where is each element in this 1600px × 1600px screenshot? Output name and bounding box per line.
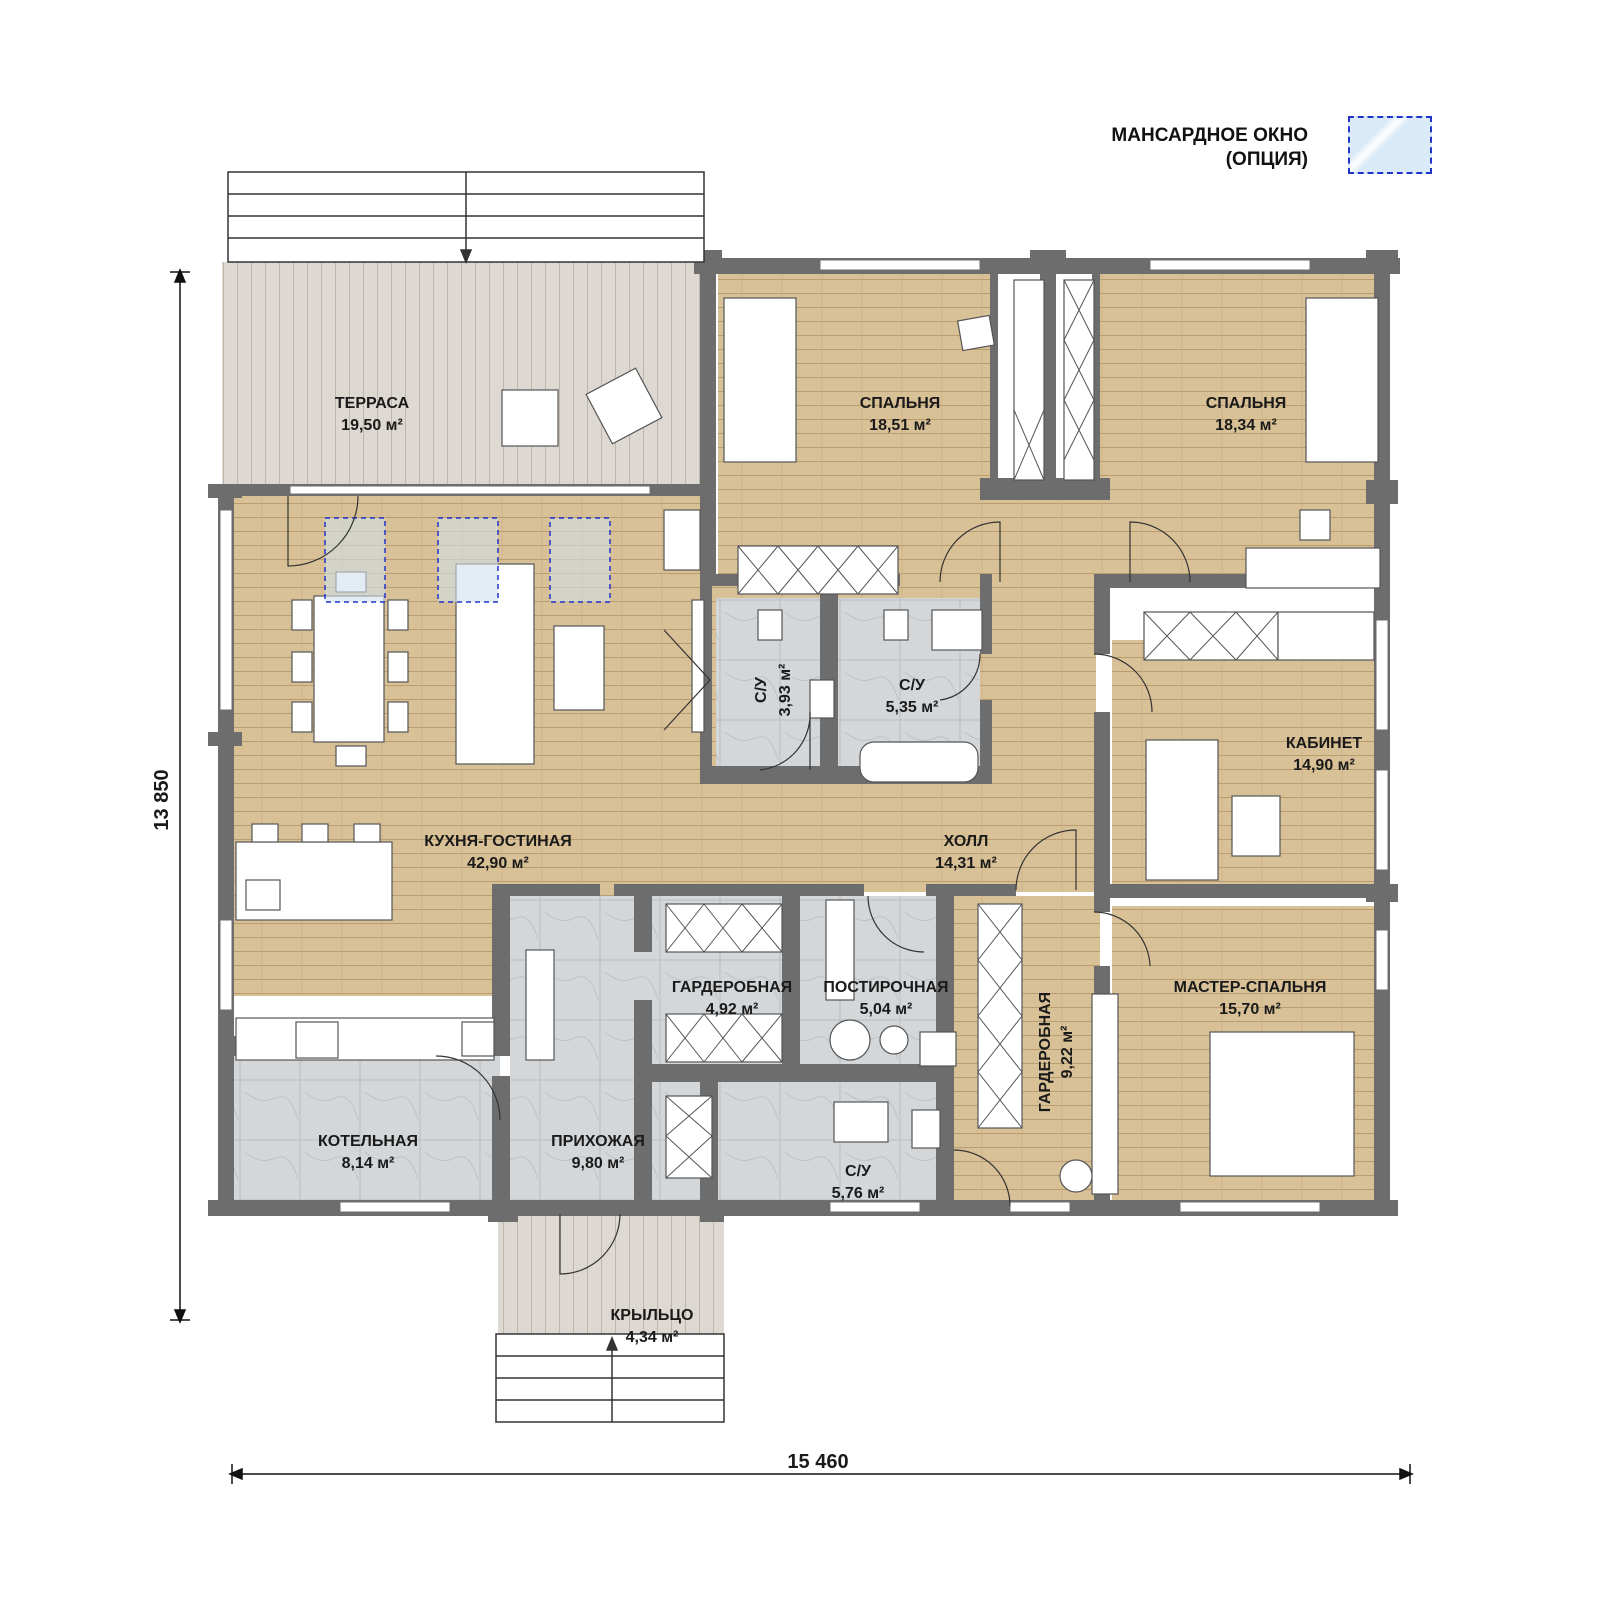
room-area-bathroom-1: 3,93 м² <box>777 664 794 717</box>
room-area-wardrobe-2: 9,22 м² <box>1059 1026 1076 1079</box>
room-area-bathroom-2: 5,35 м² <box>886 699 939 716</box>
room-name-porch: КРЫЛЬЦО <box>611 1307 694 1324</box>
room-area-office: 14,90 м² <box>1293 757 1355 774</box>
dimension-lines <box>170 268 1414 1484</box>
room-name-wardrobe-2: ГАРДЕРОБНАЯ <box>1037 992 1054 1112</box>
room-labels: ТЕРРАСА 19,50 м² СПАЛЬНЯ 18,51 м² СПАЛЬН… <box>318 395 1362 1346</box>
room-area-entry: 9,80 м² <box>572 1155 625 1172</box>
width-dimension-label: 15 460 <box>787 1451 848 1473</box>
room-name-kitchen-living: КУХНЯ-ГОСТИНАЯ <box>424 833 572 850</box>
legend-line-2: (ОПЦИЯ) <box>1225 149 1308 170</box>
room-name-bathroom-1: С/У <box>753 676 770 703</box>
door-swings <box>287 495 1191 1275</box>
terrace-stairs <box>227 171 705 264</box>
room-name-office: КАБИНЕТ <box>1286 735 1363 752</box>
room-area-wardrobe-1: 4,92 м² <box>706 1001 759 1018</box>
windows <box>219 259 1389 1213</box>
room-name-laundry: ПОСТИРОЧНАЯ <box>823 979 948 996</box>
room-name-master-bedroom: МАСТЕР-СПАЛЬНЯ <box>1174 979 1327 996</box>
legend-line-1: МАНСАРДНОЕ ОКНО <box>1111 125 1308 146</box>
furniture <box>235 279 1381 1195</box>
skylight-legend-swatch <box>1348 116 1432 174</box>
room-area-bedroom-1: 18,51 м² <box>869 417 931 434</box>
room-name-bathroom-2: С/У <box>899 677 926 694</box>
room-name-terrace: ТЕРРАСА <box>335 395 410 412</box>
room-name-bedroom-1: СПАЛЬНЯ <box>860 395 941 412</box>
porch-stairs <box>495 1333 725 1423</box>
room-name-wardrobe-1: ГАРДЕРОБНАЯ <box>672 979 792 996</box>
room-area-boiler: 8,14 м² <box>342 1155 395 1172</box>
closet-hatching <box>665 279 1279 1179</box>
room-name-entry: ПРИХОЖАЯ <box>551 1133 645 1150</box>
room-area-master-bedroom: 15,70 м² <box>1219 1001 1281 1018</box>
room-area-bathroom-3: 5,76 м² <box>832 1185 885 1202</box>
room-name-bedroom-2: СПАЛЬНЯ <box>1206 395 1287 412</box>
room-area-laundry: 5,04 м² <box>860 1001 913 1018</box>
skylights <box>324 517 611 603</box>
room-name-hall: ХОЛЛ <box>944 833 989 850</box>
room-area-hall: 14,31 м² <box>935 855 997 872</box>
height-dimension-label: 13 850 <box>151 769 173 830</box>
room-area-porch: 4,34 м² <box>626 1329 679 1346</box>
room-name-bathroom-3: С/У <box>845 1163 872 1180</box>
room-name-boiler: КОТЕЛЬНАЯ <box>318 1133 418 1150</box>
room-area-kitchen-living: 42,90 м² <box>467 855 529 872</box>
legend-title: МАНСАРДНОЕ ОКНО (ОПЦИЯ) <box>1111 124 1308 172</box>
room-area-terrace: 19,50 м² <box>341 417 403 434</box>
room-area-bedroom-2: 18,34 м² <box>1215 417 1277 434</box>
